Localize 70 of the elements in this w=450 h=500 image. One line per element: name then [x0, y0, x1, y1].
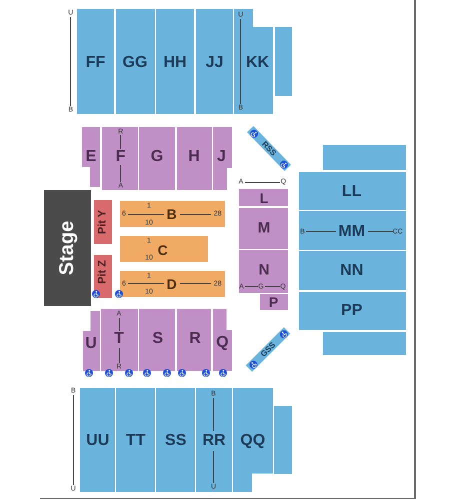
seating-section: [120, 271, 224, 297]
section-label: M: [258, 220, 270, 236]
section-label: N: [258, 262, 270, 277]
seating-section: [139, 127, 175, 190]
seating-section: [323, 332, 406, 355]
seating-section: [116, 388, 155, 492]
seating-section: [82, 127, 100, 187]
seating-section: [238, 188, 288, 206]
seating-section: [298, 211, 406, 250]
seating-section: [212, 127, 232, 190]
section-label: U: [85, 336, 97, 352]
section-label: JJ: [206, 55, 224, 71]
seating-section: [212, 308, 232, 371]
section-label: F: [116, 149, 126, 165]
seating-section: [120, 201, 224, 227]
section-label: KK: [246, 55, 270, 71]
section-label: QQ: [240, 432, 266, 449]
section-label: Pit Z: [98, 260, 108, 284]
pit-section: [94, 254, 112, 298]
section-label: L: [260, 190, 268, 204]
seating-section: [139, 308, 175, 371]
seating-section: [238, 208, 288, 248]
seating-section: [196, 388, 232, 492]
section-label: T: [114, 331, 124, 347]
seating-section: [238, 250, 288, 292]
section-label: P: [268, 295, 278, 309]
seating-section: [156, 388, 195, 492]
seating-section: [274, 406, 292, 474]
seating-section: [298, 172, 406, 210]
section-label: Q: [216, 334, 229, 351]
section-label: HH: [163, 55, 187, 71]
section-label: G: [150, 149, 164, 165]
section-label: NN: [340, 263, 364, 279]
section-label: E: [86, 149, 96, 165]
seating-section: [234, 9, 273, 114]
seating-section: [298, 292, 406, 330]
section-label: D: [166, 276, 177, 290]
section-label: LL: [342, 184, 362, 200]
seating-section: [176, 127, 212, 190]
stage-label: Stage: [57, 220, 77, 276]
section-label: SS: [165, 432, 186, 449]
seating-section: [323, 144, 406, 170]
section-label: GG: [122, 55, 148, 71]
section-label: PP: [341, 302, 362, 319]
seating-section: [156, 9, 194, 114]
section-label: TT: [126, 432, 146, 449]
seating-section: [80, 388, 115, 492]
section-label: R: [189, 331, 201, 347]
seating-section: [298, 251, 406, 290]
section-label: Pit Y: [98, 210, 108, 234]
section-label: C: [158, 243, 168, 257]
section-label: J: [217, 149, 226, 165]
seating-section: [77, 9, 114, 114]
seating-section: [120, 236, 208, 262]
seating-section: [176, 308, 211, 371]
section-label: H: [188, 149, 200, 165]
section-label: B: [166, 207, 177, 221]
seating-section: [196, 9, 233, 114]
seating-section: [232, 388, 272, 492]
section-label: RR: [202, 432, 226, 449]
seating-section: [102, 127, 138, 190]
seating-section: [260, 294, 288, 310]
seating-section: [274, 27, 292, 96]
seating-section: [116, 9, 154, 114]
section-label: MM: [338, 224, 366, 240]
section-label: S: [152, 331, 164, 347]
pit-section: [94, 200, 112, 244]
stage-area: [44, 190, 90, 306]
section-label: UU: [86, 432, 110, 449]
section-label: FF: [86, 55, 106, 71]
